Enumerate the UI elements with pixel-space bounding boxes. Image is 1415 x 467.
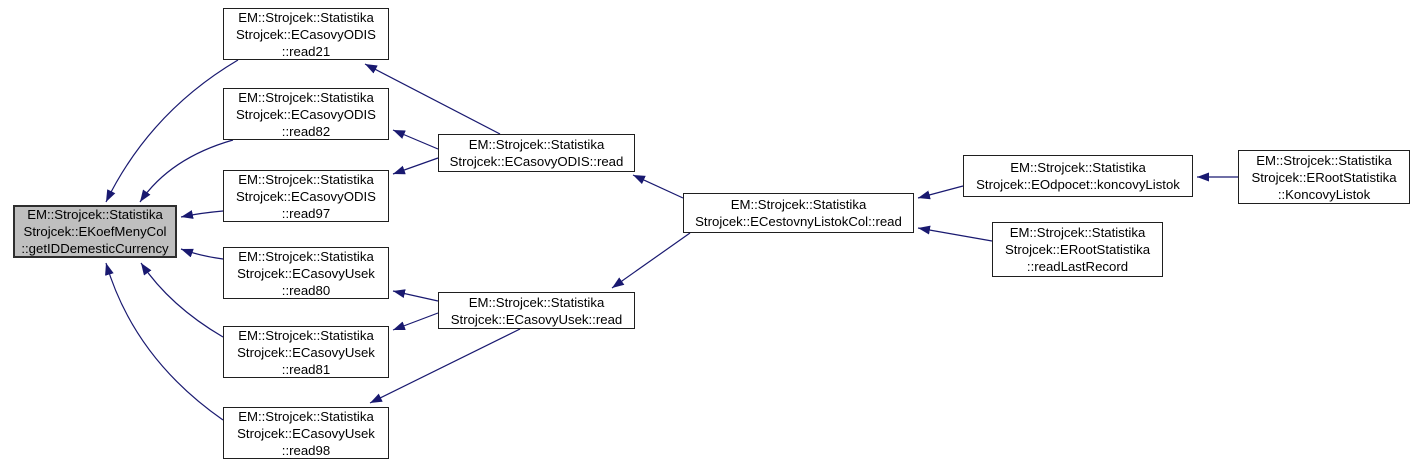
- edge-ECasovyUsek-read-to-read80: [392, 289, 439, 302]
- edge-readLastRecord-to-ECestovnyListokCol-read: [917, 225, 993, 242]
- node-readLastRecord[interactable]: EM::Strojcek::Statistika Strojcek::ERoot…: [992, 222, 1163, 277]
- edge-ECasovyUsek-read-to-read98: [369, 328, 521, 404]
- node-label-line: ::read80: [281, 282, 331, 298]
- edge-ECestovnyListokCol-read-to-ECasovyODIS-read: [632, 174, 684, 199]
- edge-ECasovyUsek-read-to-read81: [392, 312, 439, 331]
- node-label-line: Strojcek::ECasovyODIS: [236, 106, 376, 122]
- node-label-line: Strojcek::ECasovyUsek: [237, 265, 375, 281]
- node-getIDDemesticCurrency: EM::Strojcek::Statistika Strojcek::EKoef…: [13, 205, 177, 258]
- node-label-line: ::read97: [281, 205, 331, 221]
- node-label-line: ::getIDDemesticCurrency: [21, 241, 169, 256]
- node-read81[interactable]: EM::Strojcek::Statistika Strojcek::ECaso…: [223, 326, 389, 378]
- node-label-line: ::read81: [281, 361, 331, 377]
- node-label-line: ::read98: [281, 442, 331, 458]
- node-ECasovyUsek-read[interactable]: EM::Strojcek::Statistika Strojcek::ECaso…: [438, 292, 635, 329]
- node-label-line: EM::Strojcek::Statistika: [238, 408, 374, 424]
- edge-read81-to-getIDDemesticCurrency: [140, 262, 224, 338]
- node-label-line: ::readLastRecord: [1026, 259, 1129, 274]
- node-label-line: EM::Strojcek::Statistika: [1256, 152, 1392, 168]
- node-read82[interactable]: EM::Strojcek::Statistika Strojcek::ECaso…: [223, 88, 389, 140]
- edge-read82-to-getIDDemesticCurrency: [139, 139, 234, 203]
- node-label-line: Strojcek::ERootStatistika: [1004, 242, 1151, 257]
- node-label-line: EM::Strojcek::Statistika: [238, 327, 374, 343]
- node-label-line: Strojcek::ECasovyUsek: [237, 425, 375, 441]
- node-label-line: Strojcek::ERootStatistika: [1251, 169, 1397, 185]
- edge-read98-to-getIDDemesticCurrency: [105, 262, 224, 421]
- node-label-line: EM::Strojcek::Statistika: [468, 137, 605, 152]
- node-label-line: EM::Strojcek::Statistika: [238, 89, 374, 105]
- edge-koncovyListok-to-ECestovnyListokCol-read: [917, 185, 964, 200]
- edge-read21-to-getIDDemesticCurrency: [105, 59, 239, 203]
- node-koncovyListok[interactable]: EM::Strojcek::Statistika Strojcek::EOdpo…: [963, 155, 1193, 197]
- node-label-line: EM::Strojcek::Statistika: [468, 294, 605, 310]
- node-label-line: Strojcek::ECasovyODIS::read: [449, 154, 624, 169]
- node-label-line: EM::Strojcek::Statistika: [1010, 160, 1146, 175]
- node-read21[interactable]: EM::Strojcek::Statistika Strojcek::ECaso…: [223, 8, 389, 60]
- node-label-line: Strojcek::EKoefMenyCol: [23, 224, 167, 239]
- node-ECasovyODIS-read[interactable]: EM::Strojcek::Statistika Strojcek::ECaso…: [438, 134, 635, 172]
- node-label-line: EM::Strojcek::Statistika: [238, 248, 374, 264]
- node-label-line: ::KoncovyListok: [1277, 186, 1371, 202]
- node-label-line: Strojcek::ECasovyUsek: [237, 344, 375, 360]
- edge-ECasovyODIS-read-to-read97: [392, 157, 439, 175]
- node-label-line: Strojcek::EOdpocet::koncovyListok: [976, 177, 1180, 192]
- edge-read97-to-getIDDemesticCurrency: [180, 210, 224, 219]
- node-label-line: EM::Strojcek::Statistika: [27, 207, 163, 222]
- node-label-line: ::read21: [281, 43, 331, 59]
- node-label-line: EM::Strojcek::Statistika: [238, 9, 374, 25]
- node-label-line: Strojcek::ECestovnyListokCol::read: [695, 214, 902, 229]
- edge-read80-to-getIDDemesticCurrency: [180, 248, 224, 260]
- node-label-line: EM::Strojcek::Statistika: [1009, 225, 1146, 240]
- node-label-line: Strojcek::ECasovyUsek::read: [450, 311, 623, 327]
- node-ECestovnyListokCol-read[interactable]: EM::Strojcek::Statistika Strojcek::ECest…: [683, 193, 914, 233]
- node-read80[interactable]: EM::Strojcek::Statistika Strojcek::ECaso…: [223, 247, 389, 299]
- edge-ECasovyODIS-read-to-read21: [364, 63, 501, 135]
- node-KoncovyListok[interactable]: EM::Strojcek::Statistika Strojcek::ERoot…: [1238, 150, 1410, 204]
- node-label-line: ::read82: [281, 123, 331, 139]
- node-label-line: Strojcek::ECasovyODIS: [236, 188, 376, 204]
- node-label-line: EM::Strojcek::Statistika: [730, 197, 867, 212]
- node-label-line: EM::Strojcek::Statistika: [238, 171, 374, 187]
- node-read98[interactable]: EM::Strojcek::Statistika Strojcek::ECaso…: [223, 407, 389, 459]
- edge-ECasovyODIS-read-to-read82: [392, 129, 439, 150]
- node-label-line: Strojcek::ECasovyODIS: [236, 26, 376, 42]
- edge-ECestovnyListokCol-read-to-ECasovyUsek-read: [611, 232, 691, 289]
- node-read97[interactable]: EM::Strojcek::Statistika Strojcek::ECaso…: [223, 170, 389, 222]
